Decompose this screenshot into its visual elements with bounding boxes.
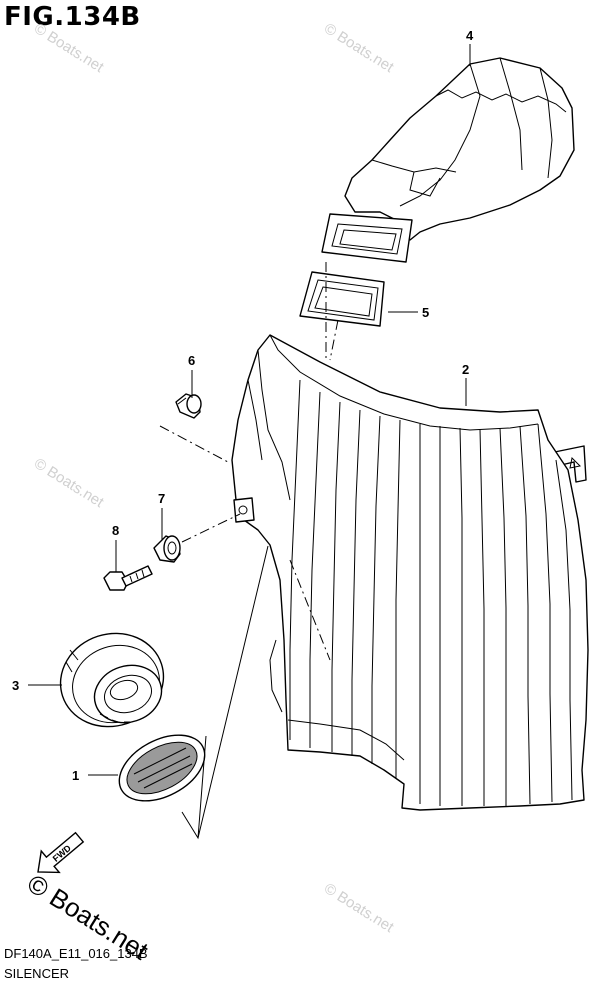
callout-8: 8 [112,523,119,538]
leader-lines [28,44,471,840]
callout-1: 1 [72,768,79,783]
figure-caption: SILENCER [4,966,70,981]
part-6-collar [175,393,202,419]
callout-7: 7 [158,491,165,506]
part-7-grommet [153,535,181,563]
callout-2: 2 [462,362,469,377]
part-3-ring [59,632,165,728]
figure-title: FIG.134B [4,2,141,32]
callout-5: 5 [422,305,429,320]
callout-6: 6 [188,353,195,368]
part-8-bolt [103,565,153,591]
callout-3: 3 [12,678,19,693]
part-2-silencer-body [231,334,589,811]
part-1-screen [118,734,206,802]
diagram-code: DF140A_E11_016_134B [4,946,148,961]
part-5-seal [299,271,385,327]
callout-numbers: 4 5 2 6 7 8 3 1 [12,28,474,783]
part-4-intake-duct [321,57,575,263]
callout-4: 4 [466,28,474,43]
